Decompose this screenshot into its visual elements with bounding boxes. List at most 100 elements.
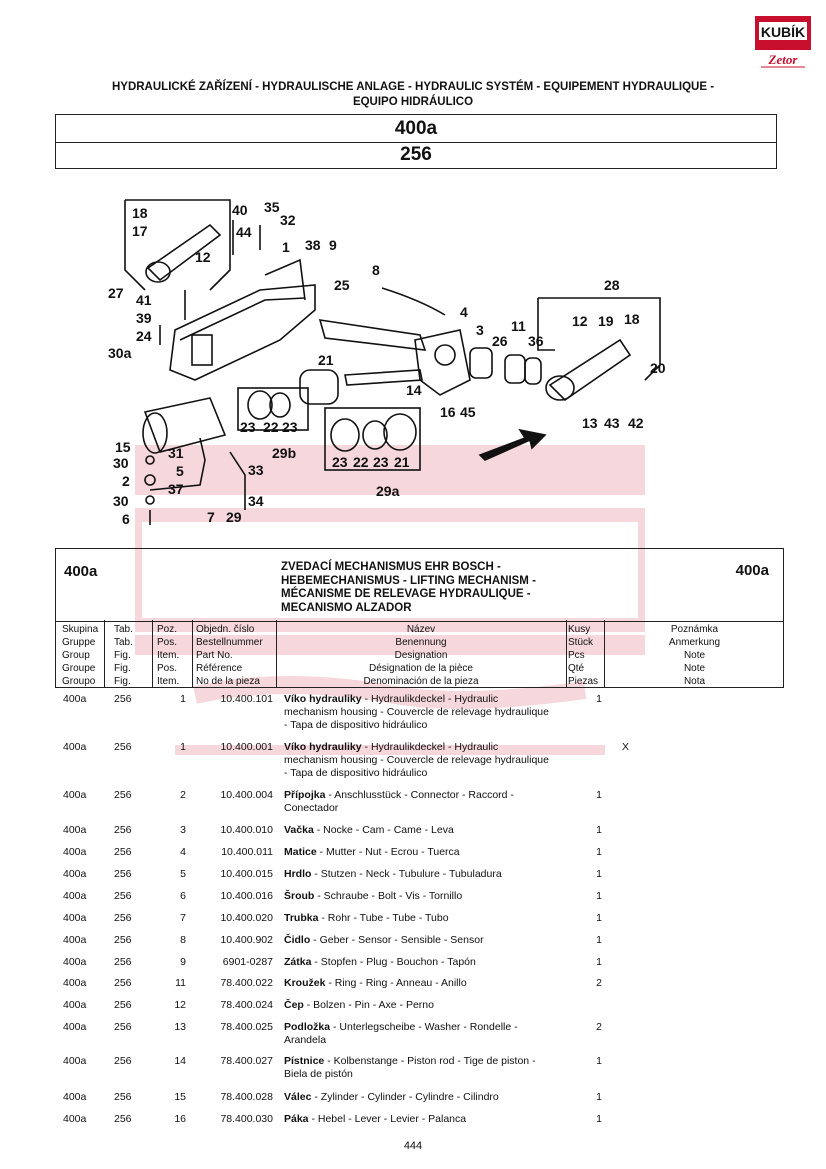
page-number: 444 [403, 1140, 423, 1152]
callout-29: 29 [226, 509, 242, 525]
cell-description: Matice - Mutter - Nut - Ecrou - Tuerca [284, 846, 549, 859]
callout-17: 17 [132, 223, 148, 239]
cell-description: Šroub - Schraube - Bolt - Vis - Tornillo [284, 890, 549, 903]
callout-23b: 23 [282, 419, 298, 435]
part-translations: - Kolbenstange - Piston rod - Tige de pi… [284, 1055, 536, 1080]
cell-part-number: 10.400.001 [220, 741, 273, 753]
callout-39: 39 [136, 310, 152, 326]
kubik-zetor-logo: KUBÍK Zetor [755, 16, 811, 68]
cell-part-number: 78.400.028 [220, 1091, 273, 1103]
callout-2: 2 [122, 473, 130, 489]
cell-pos: 5 [180, 868, 186, 880]
cell-group: 400a [63, 890, 87, 902]
cell-part-number: 10.400.004 [220, 789, 273, 801]
cell-part-number: 10.400.902 [220, 934, 273, 946]
cell-group: 400a [63, 789, 87, 801]
callout-20: 20 [650, 360, 666, 376]
cell-pos: 1 [180, 693, 186, 705]
cell-pos: 14 [174, 1055, 186, 1067]
callout-16: 16 [440, 404, 456, 420]
part-translations: - Bolzen - Pin - Axe - Perno [303, 999, 434, 1011]
callout-41: 41 [136, 292, 152, 308]
cell-group: 400a [63, 868, 87, 880]
cell-group: 400a [63, 912, 87, 924]
part-translations: - Hydraulikdeckel - Hydraulic mechanism … [284, 741, 549, 779]
cell-fig: 256 [114, 789, 132, 801]
cell-qty: 1 [596, 824, 602, 836]
part-translations: - Schraube - Bolt - Vis - Tornillo [314, 890, 463, 902]
cell-fig: 256 [114, 977, 132, 989]
cell-part-number: 78.400.025 [220, 1021, 273, 1033]
callout-23d: 23 [373, 454, 389, 470]
cell-group: 400a [63, 934, 87, 946]
callout-13: 13 [582, 415, 598, 431]
cell-fig: 256 [114, 693, 132, 705]
cell-description: Podložka - Unterlegscheibe - Washer - Ro… [284, 1021, 549, 1047]
callout-34: 34 [248, 493, 264, 509]
cell-part-number: 78.400.027 [220, 1055, 273, 1067]
cell-qty: 1 [596, 846, 602, 858]
callout-5: 5 [176, 463, 184, 479]
callout-29b: 29b [272, 445, 296, 461]
cell-description: Kroužek - Ring - Ring - Anneau - Anillo [284, 977, 549, 990]
cell-fig: 256 [114, 956, 132, 968]
cell-fig: 256 [114, 868, 132, 880]
callout-6: 6 [122, 511, 130, 527]
section-title-line: ZVEDACÍ MECHANISMUS EHR BOSCH - [281, 561, 501, 573]
callout-37: 37 [168, 481, 184, 497]
callout-18b: 18 [624, 311, 640, 327]
part-name: Víko hydrauliky [284, 741, 362, 753]
cell-description: Čidlo - Geber - Sensor - Sensible - Sens… [284, 934, 549, 947]
callout-1: 1 [282, 239, 290, 255]
cell-description: Víko hydrauliky - Hydraulikdeckel - Hydr… [284, 693, 549, 732]
section-title-line: HEBEMECHANISMUS - LIFTING MECHANISM - [281, 574, 536, 587]
cell-pos: 13 [174, 1021, 186, 1033]
section-code-left: 400a [64, 563, 98, 580]
cell-group: 400a [63, 977, 87, 989]
cell-description: Čep - Bolzen - Pin - Axe - Perno [284, 999, 549, 1012]
part-name: Zátka [284, 956, 312, 968]
logo-brand: KUBÍK [761, 24, 805, 40]
cell-description: Přípojka - Anschlusstück - Connector - R… [284, 789, 549, 815]
figure-code-box: 256 [55, 141, 777, 169]
cell-pos: 3 [180, 824, 186, 836]
callout-22b: 22 [353, 454, 369, 470]
cell-description: Hrdlo - Stutzen - Neck - Tubulure - Tubu… [284, 868, 549, 881]
callout-21b: 21 [394, 454, 410, 470]
document-title: HYDRAULICKÉ ZAŘÍZENÍ - HYDRAULISCHE ANLA… [60, 80, 766, 110]
cell-part-number: 78.400.022 [220, 977, 273, 989]
cell-qty: 1 [596, 693, 602, 705]
cell-part-number: 10.400.015 [220, 868, 273, 880]
callout-45: 45 [460, 404, 476, 420]
cell-qty: 1 [596, 789, 602, 801]
callout-15: 15 [115, 439, 131, 455]
callout-38: 38 [305, 237, 321, 253]
part-translations: - Mutter - Nut - Ecrou - Tuerca [316, 846, 460, 858]
callout-42: 42 [628, 415, 644, 431]
callout-28: 28 [604, 277, 620, 293]
watermark-logo [135, 445, 645, 755]
cell-note: X [622, 741, 630, 753]
part-translations: - Geber - Sensor - Sensible - Sensor [310, 934, 484, 946]
cell-fig: 256 [114, 741, 132, 753]
cell-qty: 1 [596, 868, 602, 880]
cell-part-number: 10.400.020 [220, 912, 273, 924]
callout-44: 44 [236, 224, 252, 240]
section-title-line: MECANISMO ALZADOR [281, 601, 412, 614]
callout-23c: 23 [332, 454, 348, 470]
callout-31: 31 [168, 445, 184, 461]
cell-group: 400a [63, 956, 87, 968]
callout-33: 33 [248, 462, 264, 478]
part-name: Víko hydrauliky [284, 693, 362, 705]
callout-12b: 12 [572, 313, 588, 329]
part-translations: - Hebel - Lever - Levier - Palanca [308, 1113, 467, 1125]
part-name: Vačka [284, 824, 314, 836]
callout-12: 12 [195, 249, 211, 265]
cell-description: Páka - Hebel - Lever - Levier - Palanca [284, 1113, 549, 1126]
cell-description: Zátka - Stopfen - Plug - Bouchon - Tapón [284, 956, 549, 969]
cell-part-number: 78.400.030 [220, 1113, 273, 1125]
cell-qty: 1 [596, 956, 602, 968]
